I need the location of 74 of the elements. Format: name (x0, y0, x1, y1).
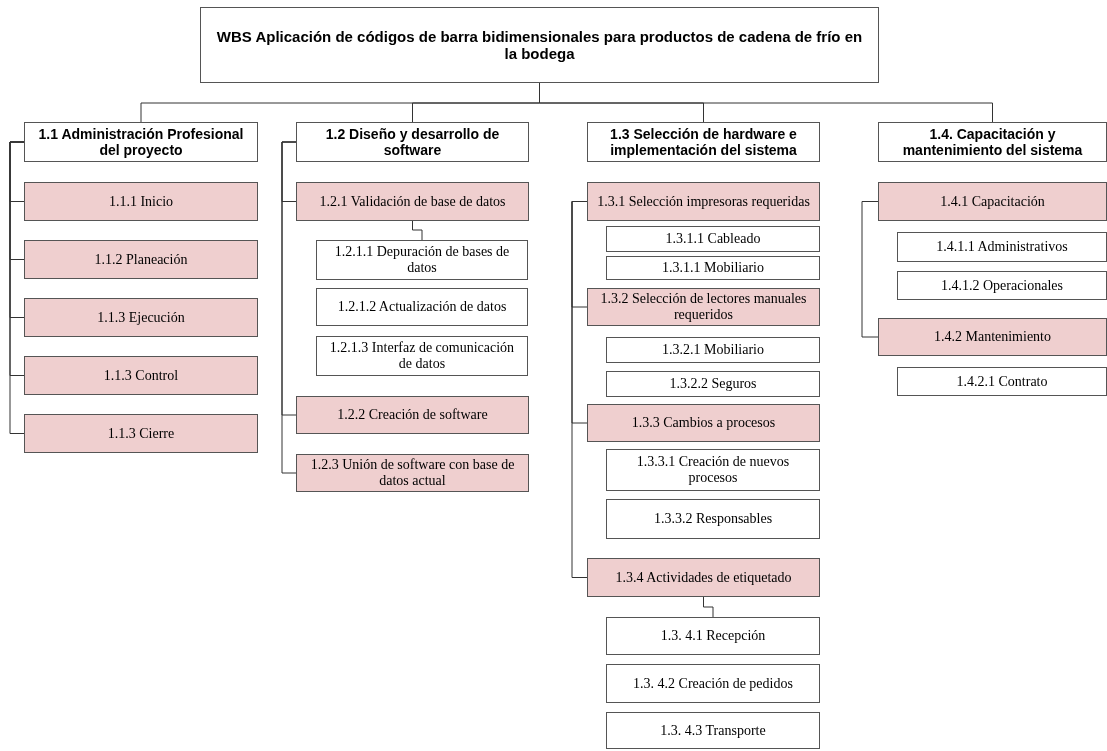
title-box (200, 7, 879, 83)
connector-line (861, 201, 879, 338)
node-text: 1.3. 4.2 Creación de pedidos (632, 675, 794, 692)
node-text: 1.3.1.1 Cableado (664, 231, 762, 247)
node-text: 1.3.1.1 Mobiliario (661, 260, 765, 276)
task-box (24, 298, 258, 337)
node-text: 1.2.1.3 Interfaz de comunicación de datos (328, 340, 516, 372)
node-text: 1.3.3.2 Responsables (652, 511, 774, 527)
connector-line (281, 141, 297, 474)
task-box (24, 414, 258, 453)
phase-box (24, 122, 258, 162)
task-box (296, 396, 529, 434)
node-text: 1.4. Capacitación y mantenimiento del sistema (901, 126, 1084, 158)
node-text: 1.4.1.1 Administrativos (935, 239, 1069, 255)
node-text: 1.3.2.2 Seguros (668, 376, 758, 392)
connector-line (571, 201, 588, 578)
node-text: 1.3.4 Actividades de etiquetado (614, 569, 793, 586)
subtask-box (897, 271, 1107, 300)
task-box (296, 454, 529, 492)
node-text: 1.4.2.1 Contrato (955, 373, 1049, 390)
task-box (24, 240, 258, 279)
subtask-box (606, 256, 820, 280)
node-text: 1.1.1 Inicio (107, 193, 175, 210)
node-text: 1.1.2 Planeación (93, 251, 189, 268)
task-box (878, 318, 1107, 356)
task-box (587, 404, 820, 442)
subtask-box (606, 226, 820, 252)
subtask-box (316, 288, 528, 326)
subtask-box (897, 232, 1107, 262)
node-text: 1.3. 4.1 Recepción (659, 628, 767, 644)
node-text: 1.2.1 Validación de base de datos (318, 193, 507, 210)
task-box (24, 356, 258, 395)
subtask-box (606, 617, 820, 655)
node-text: WBS Aplicación de códigos de barra bidimensionales para productos de cadena de frío en la bodega (215, 28, 864, 62)
node-text: 1.4.2 Mantenimiento (932, 329, 1052, 345)
subtask-box (606, 371, 820, 397)
subtask-box (606, 449, 820, 491)
node-text: 1.3.3.1 Creación de nuevos procesos (635, 454, 791, 486)
node-text: 1.1.3 Ejecución (96, 309, 186, 326)
subtask-box (606, 664, 820, 703)
node-text: 1.2.1.2 Actualización de datos (336, 299, 508, 315)
subtask-box (606, 337, 820, 363)
node-text: 1.3.1 Selección impresoras requeridas (596, 193, 811, 210)
phase-box (587, 122, 820, 162)
node-text: 1.3.2 Selección de lectores manuales requeridos (599, 291, 808, 323)
subtask-box (606, 712, 820, 749)
connector-line (703, 596, 714, 618)
task-box (587, 288, 820, 326)
node-text: 1.3. 4.3 Transporte (659, 722, 767, 739)
phase-box (296, 122, 529, 162)
task-box (878, 182, 1107, 221)
node-text: 1.4.1.2 Operacionales (939, 277, 1065, 294)
node-text: 1.3 Selección de hardware e implementación del sistema (609, 126, 798, 158)
node-text: 1.1.3 Control (102, 367, 180, 384)
node-text: 1.2.1.1 Depuración de bases de datos (333, 244, 511, 276)
node-text: 1.4.1 Capacitación (939, 193, 1046, 210)
phase-box (878, 122, 1107, 162)
node-text: 1.2 Diseño y desarrollo de software (324, 126, 501, 158)
subtask-box (897, 367, 1107, 396)
node-text: 1.2.3 Unión de software con base de datos actual (309, 457, 516, 489)
subtask-box (606, 499, 820, 539)
node-text: 1.2.2 Creación de software (336, 407, 489, 423)
connector-line (412, 220, 423, 241)
connector-line (9, 141, 25, 434)
task-box (296, 182, 529, 221)
task-box (587, 558, 820, 597)
subtask-box (316, 336, 528, 376)
node-text: 1.1 Administración Profesional del proyecto (37, 126, 245, 158)
node-text: 1.1.3 Cierre (106, 425, 176, 442)
node-text: 1.3.2.1 Mobiliario (661, 342, 765, 358)
task-box (24, 182, 258, 221)
task-box (587, 182, 820, 221)
subtask-box (316, 240, 528, 280)
node-text: 1.3.3 Cambios a procesos (630, 415, 777, 431)
